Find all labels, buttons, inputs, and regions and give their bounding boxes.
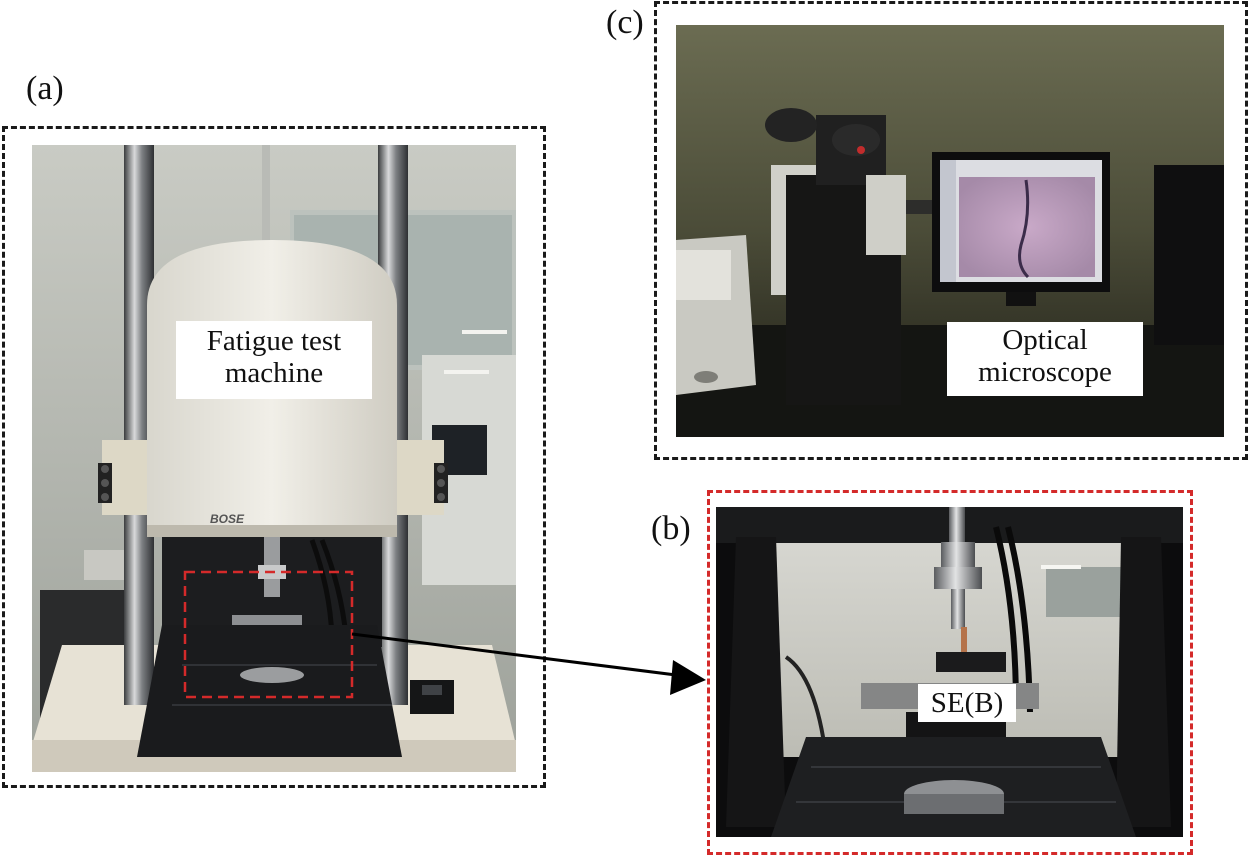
panel-a-frame bbox=[2, 126, 546, 788]
caption-c-line2: microscope bbox=[978, 356, 1112, 389]
caption-seb-specimen: SE(B) bbox=[918, 684, 1016, 722]
panel-label-c: (c) bbox=[606, 4, 644, 41]
panel-c-frame bbox=[654, 1, 1248, 460]
caption-a-line1: Fatigue test bbox=[206, 325, 342, 357]
panel-label-a: (a) bbox=[26, 70, 64, 107]
panel-label-b: (b) bbox=[651, 510, 691, 547]
machine-brand: BOSE bbox=[210, 512, 245, 526]
caption-a-line2: machine bbox=[224, 357, 324, 390]
photo-fatigue-test-machine: BOSE bbox=[32, 145, 516, 772]
panel-b-frame bbox=[707, 490, 1193, 855]
caption-fatigue-test-machine: Fatigue test machine bbox=[176, 321, 372, 399]
caption-c-line1: Optical bbox=[1002, 324, 1088, 356]
caption-optical-microscope: Optical microscope bbox=[947, 322, 1143, 396]
photo-seb-specimen bbox=[716, 507, 1183, 837]
